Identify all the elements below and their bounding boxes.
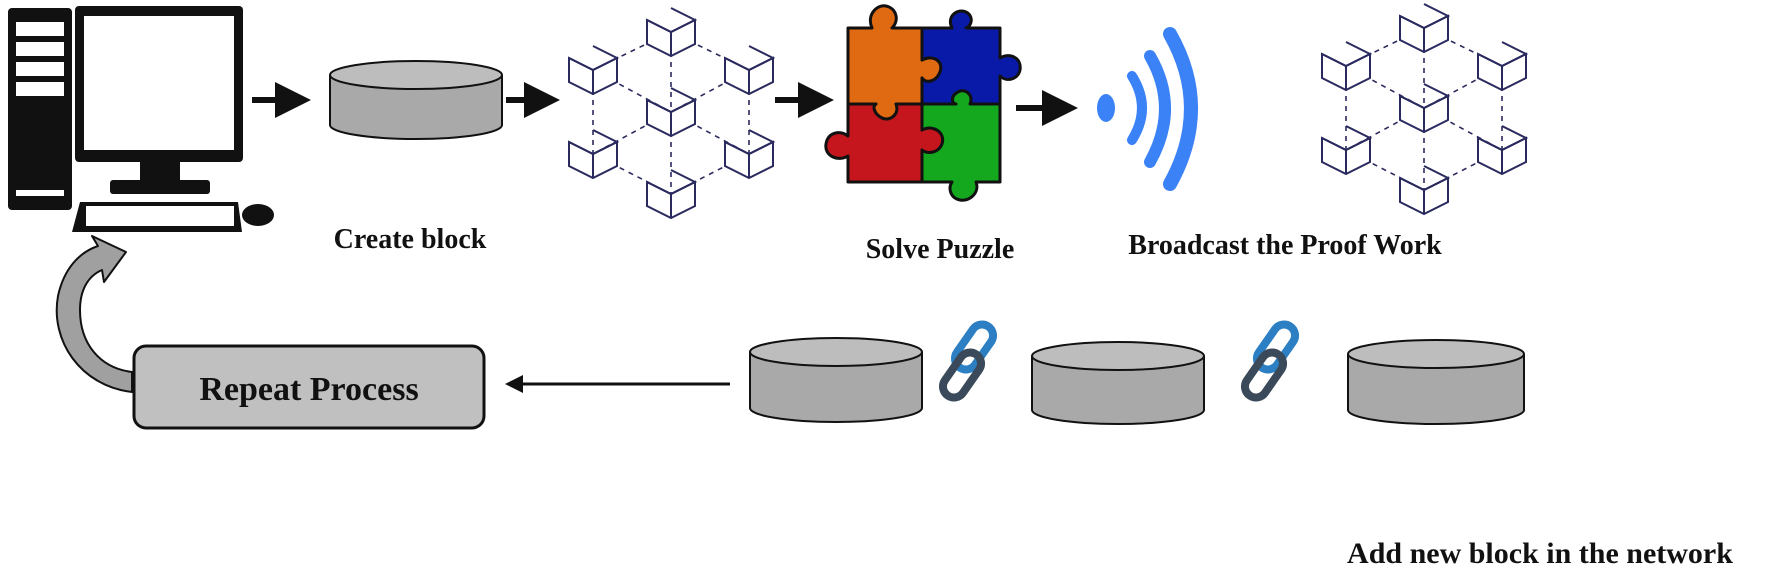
create-block-database-icon: [329, 60, 503, 140]
add-block-label: Add new block in the network: [1347, 537, 1733, 570]
blockchain-network-icon: [1321, 3, 1529, 216]
chain-link-icon: [1240, 320, 1300, 402]
repeat-process-box: [132, 344, 486, 430]
chain-block-2-database-icon: [1031, 341, 1205, 425]
broadcast-label: Broadcast the Proof Work: [1128, 230, 1442, 261]
computer-icon: [8, 6, 274, 232]
solve-puzzle-label: Solve Puzzle: [866, 234, 1015, 265]
blockchain-network-icon: [568, 7, 776, 220]
broadcast-signal-icon: [1097, 27, 1198, 191]
puzzle-icon: [824, 4, 1022, 202]
chain-link-icon: [938, 320, 998, 402]
curved-arrow-icon: [55, 235, 133, 393]
chain-block-1-database-icon: [749, 337, 923, 423]
repeat-process-label: Repeat Process: [199, 371, 418, 408]
chain-block-3-database-icon: [1347, 339, 1525, 425]
create-block-label: Create block: [334, 224, 487, 255]
